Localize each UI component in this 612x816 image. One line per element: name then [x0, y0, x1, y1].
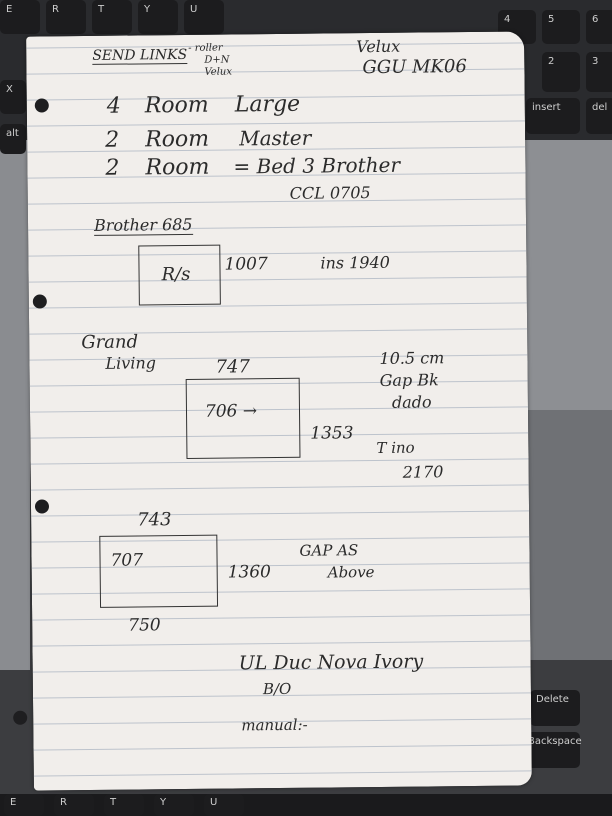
second-inner-width: 707 [110, 550, 144, 571]
grand-note: dado [391, 392, 432, 412]
key-u: U [184, 0, 224, 34]
keyboard-bottom-row: E R T Y U [0, 794, 612, 816]
grand-height: 1353 [310, 423, 354, 444]
second-height: 1360 [227, 562, 272, 583]
room-desc: Master [239, 125, 312, 151]
palm-rest [0, 140, 30, 670]
room-count: 4 [106, 93, 121, 119]
room-desc: Large [234, 91, 301, 118]
brother-title: Brother 685 [93, 214, 193, 236]
header-roller: - roller [188, 42, 223, 54]
grand-subtitle: Living [105, 353, 157, 373]
grand-t-value: 2170 [402, 462, 444, 482]
key-e-bottom: E [4, 794, 44, 816]
second-top-width: 743 [137, 509, 172, 531]
product-manual: manual:- [241, 715, 308, 735]
header-velux: Velux [204, 66, 233, 78]
key-x: X [0, 80, 26, 114]
window-sketch: 707 [99, 534, 219, 608]
room-label: Room [144, 92, 209, 119]
header-send-links: SEND LINKS [92, 46, 188, 65]
grand-top-width: 747 [215, 356, 251, 378]
key-r-bottom: R [54, 794, 94, 816]
punch-hole [13, 710, 28, 725]
velux-label: Velux [356, 36, 401, 57]
key-y: Y [138, 0, 178, 34]
brother-box-label: R/s [161, 263, 191, 286]
window-sketch: R/s [138, 244, 221, 306]
key-6: 6 [586, 10, 612, 44]
punch-hole [34, 499, 50, 514]
room-desc: = Bed 3 Brother [233, 152, 401, 179]
key-5: 5 [542, 10, 580, 44]
grand-t: T ino [376, 438, 415, 457]
key-u-bottom: U [204, 794, 244, 816]
colour-code: CCL 0705 [289, 183, 371, 203]
key-e: E [0, 0, 40, 34]
second-note: GAP AS [299, 541, 359, 560]
key-y-bottom: Y [154, 794, 194, 816]
window-sketch: 706 → [185, 377, 301, 459]
product-line: UL Duc Nova Ivory [238, 650, 424, 675]
key-insert: insert [526, 98, 580, 134]
key-2: 2 [542, 52, 580, 92]
grand-title: Grand [81, 331, 139, 354]
room-label: Room [145, 126, 210, 153]
key-3: 3 [586, 52, 612, 92]
second-note: Above [327, 563, 375, 582]
lined-paper-note: SEND LINKS - roller D+N Velux Velux GGU … [13, 31, 532, 791]
product-bo: B/O [262, 679, 292, 699]
brother-width: 1007 [224, 254, 268, 275]
grand-note: 10.5 cm [379, 348, 445, 368]
punch-hole [34, 98, 49, 113]
grand-inner-width: 706 → [204, 401, 258, 422]
key-r: R [46, 0, 86, 34]
room-label: Room [145, 154, 210, 181]
grand-note: Gap Bk [379, 370, 439, 390]
brother-ins: ins 1940 [320, 252, 390, 273]
header-dn: D+N [204, 54, 230, 66]
key-delete: Delete [530, 690, 580, 726]
room-count: 2 [105, 127, 120, 153]
velux-code: GGU MK06 [362, 56, 467, 79]
key-alt: alt [0, 124, 26, 154]
key-t: T [92, 0, 132, 34]
second-bottom-width: 750 [128, 615, 161, 636]
key-t-bottom: T [104, 794, 144, 816]
key-del: del [586, 98, 612, 134]
punch-hole [32, 294, 47, 309]
room-count: 2 [105, 155, 120, 181]
